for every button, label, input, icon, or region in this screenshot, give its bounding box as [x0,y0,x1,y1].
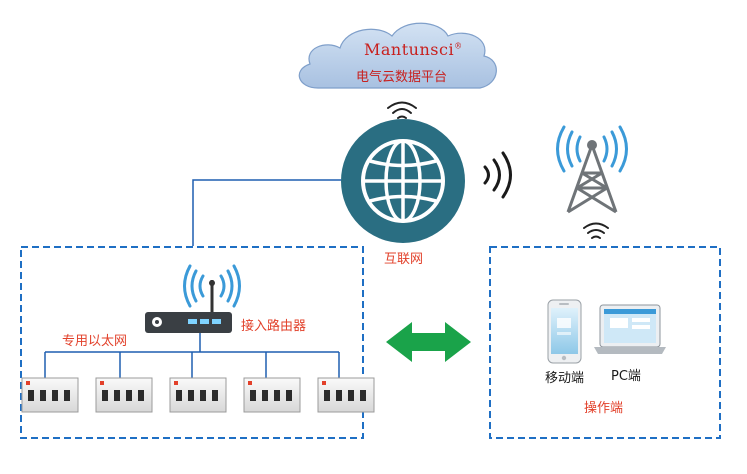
router-wifi-icon [183,264,241,308]
pc-label: PC端 [611,369,641,384]
breaker-device [243,377,301,413]
cloud-platform [298,22,497,89]
router-label: 接入路由器 [241,319,307,334]
internet-label: 互联网 [384,252,424,267]
signal-waves-icon [483,151,512,199]
breaker-devices [21,377,375,413]
network-zone-box [20,246,364,439]
internet-globe-icon [341,119,465,243]
mobile-label: 移动端 [545,371,585,386]
breaker-device [317,377,375,413]
globe-wifi-icon [387,101,417,119]
access-router-icon [145,312,232,333]
laptop-pc-icon [594,304,666,354]
bidirectional-arrow [386,322,471,362]
operator-label: 操作端 [584,401,624,416]
ethernet-bus [44,333,340,378]
brand-logo: Mantunsci® [364,40,463,59]
breaker-device [21,377,79,413]
operator-wifi-icon [583,222,609,239]
operator-zone-box [489,246,721,439]
internet-link-line [192,179,341,246]
mobile-phone-icon [547,299,582,364]
cell-tower-icon [556,125,628,214]
cloud-platform-label: 电气云数据平台 [356,70,448,85]
breaker-device [169,377,227,413]
ethernet-label: 专用以太网 [62,334,128,349]
breaker-device [95,377,153,413]
registered-mark: ® [454,41,463,51]
brand-name: Mantunsci [364,40,455,59]
